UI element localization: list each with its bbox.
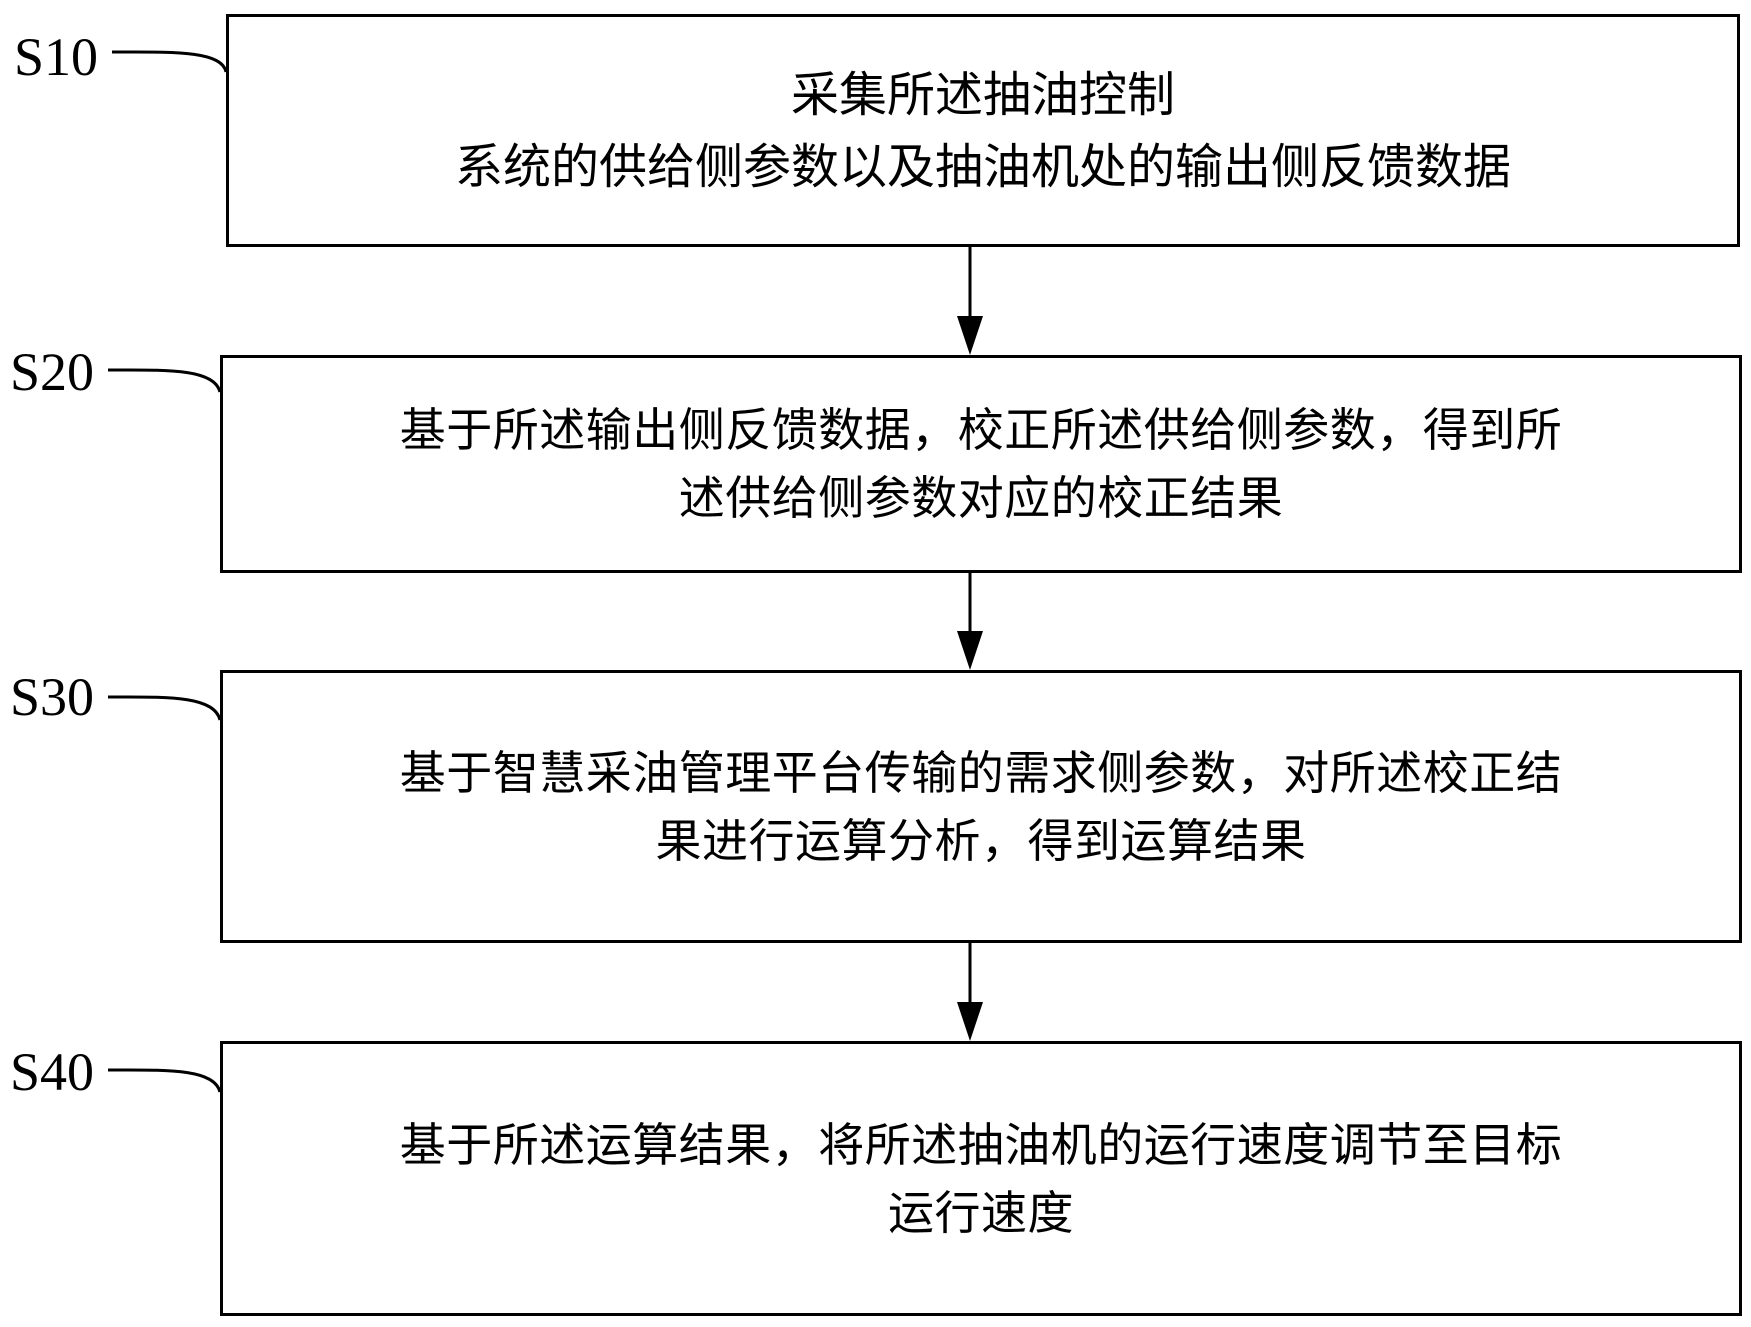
- process-box-s30: 基于智慧采油管理平台传输的需求侧参数，对所述校正结 果进行运算分析，得到运算结果: [220, 670, 1742, 943]
- process-text-s40: 基于所述运算结果，将所述抽油机的运行速度调节至目标 运行速度: [399, 1117, 1563, 1240]
- process-box-s20: 基于所述输出侧反馈数据，校正所述供给侧参数，得到所 述供给侧参数对应的校正结果: [220, 355, 1742, 573]
- arrow-s30-s40: [957, 943, 983, 1041]
- step-label-s10: S10: [14, 27, 99, 87]
- process-text-s10: 采集所述抽油控制 系统的供给侧参数以及抽油机处的输出侧反馈数据: [454, 66, 1511, 195]
- process-box-s40: 基于所述运算结果，将所述抽油机的运行速度调节至目标 运行速度: [220, 1041, 1742, 1316]
- process-text-s30: 基于智慧采油管理平台传输的需求侧参数，对所述校正结 果进行运算分析，得到运算结果: [399, 745, 1563, 868]
- leader-line-s20: [107, 368, 222, 393]
- arrow-s20-s30: [957, 573, 983, 670]
- leader-line-s10: [111, 50, 228, 73]
- process-text-s20: 基于所述输出侧反馈数据，校正所述供给侧参数，得到所 述供给侧参数对应的校正结果: [399, 403, 1563, 525]
- leader-line-s40: [107, 1068, 222, 1093]
- arrow-s10-s20: [957, 247, 983, 355]
- step-label-s30: S30: [10, 667, 95, 727]
- process-box-s10: 采集所述抽油控制 系统的供给侧参数以及抽油机处的输出侧反馈数据: [226, 14, 1740, 247]
- leader-line-s30: [107, 695, 222, 721]
- step-label-s20: S20: [10, 342, 95, 402]
- step-label-s40: S40: [10, 1042, 95, 1102]
